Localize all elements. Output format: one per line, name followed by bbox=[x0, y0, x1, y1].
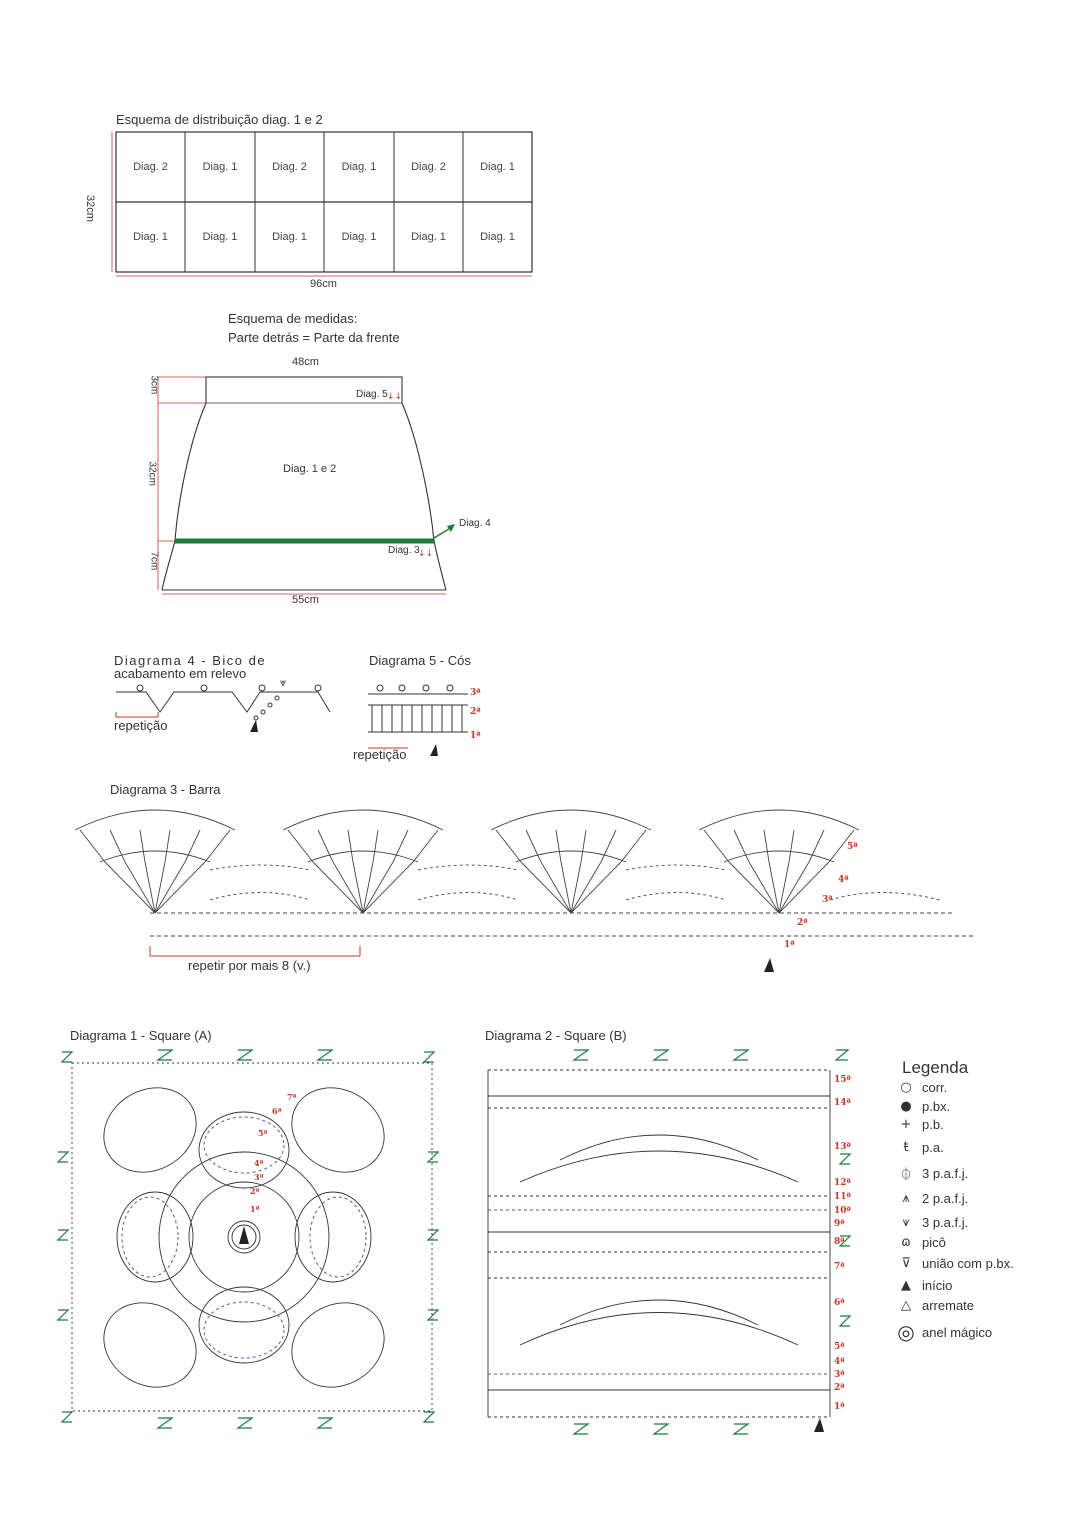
diag1-row-1: 1ª bbox=[250, 1204, 260, 1214]
diag3-row-4: 4ª bbox=[838, 875, 849, 885]
measures-title: Esquema de medidas: bbox=[228, 311, 358, 326]
diagram4-title: Diagrama 4 - Bico de bbox=[114, 653, 267, 668]
legend-item: ⊽união com p.bx. bbox=[896, 1256, 1014, 1271]
cluster-3-icon: ⩛ bbox=[902, 1215, 910, 1230]
diag1-row-5: 5ª bbox=[258, 1128, 268, 1138]
legend-item: ○corr. bbox=[896, 1080, 947, 1095]
diag2-row-1: 1ª bbox=[834, 1402, 845, 1412]
start-arrow-icon: ▲ bbox=[901, 1278, 911, 1293]
dist-cell: Diag. 1 bbox=[341, 231, 377, 243]
dist-cell: Diag. 1 bbox=[272, 231, 307, 243]
puff-3-icon: ⏀ bbox=[899, 1168, 913, 1183]
dist-cell: Diag. 1 bbox=[341, 161, 377, 173]
legend-item: ⏀3 p.a.f.j. bbox=[896, 1164, 968, 1183]
diagram4-subtitle: acabamento em relevo bbox=[114, 666, 247, 681]
diag2-row-3: 3ª bbox=[834, 1370, 845, 1380]
diag2-row-9: 9ª bbox=[834, 1219, 845, 1229]
diag5-row-3: 3ª bbox=[470, 688, 481, 698]
legend-item: ▲início bbox=[896, 1278, 952, 1293]
legend-item: ⩛3 p.a.f.j. bbox=[896, 1215, 968, 1230]
legend-title: Legenda bbox=[902, 1058, 969, 1077]
diagram2-title: Diagrama 2 - Square (B) bbox=[485, 1028, 627, 1043]
diag1-row-3: 3ª bbox=[254, 1172, 264, 1182]
dist-cell: Diag. 2 bbox=[272, 161, 307, 173]
diag5-label: Diag. 5 bbox=[356, 389, 388, 400]
legend-item: ◎anel mágico bbox=[897, 1320, 993, 1344]
diagram4-repeat: repetição bbox=[114, 718, 168, 733]
diag2-row-14: 14ª bbox=[834, 1098, 851, 1108]
svg-text:↓↓: ↓↓ bbox=[387, 392, 402, 402]
chain-stitch-icon: ○ bbox=[900, 1080, 912, 1095]
dist-cell: Diag. 1 bbox=[133, 231, 168, 243]
legend-item: ●p.bx. bbox=[896, 1099, 950, 1114]
diag2-row-13: 13ª bbox=[834, 1142, 851, 1152]
diag2-row-12: 12ª bbox=[834, 1178, 851, 1188]
diag4-label: Diag. 4 bbox=[459, 518, 491, 529]
body-label: Diag. 1 e 2 bbox=[283, 463, 337, 475]
diag1-row-7: 7ª bbox=[287, 1092, 297, 1102]
diag3-label: Diag. 3 bbox=[388, 545, 420, 556]
legend-item: △arremate bbox=[896, 1298, 974, 1313]
diag1-row-2: 2ª bbox=[250, 1186, 260, 1196]
cluster-2-icon: ⩚ bbox=[902, 1191, 910, 1206]
join-slip-icon: ⊽ bbox=[901, 1256, 911, 1271]
dist-cell: Diag. 1 bbox=[411, 231, 446, 243]
legend-item: +p.b. bbox=[896, 1117, 944, 1132]
diagram1-title: Diagrama 1 - Square (A) bbox=[70, 1028, 212, 1043]
single-crochet-icon: + bbox=[900, 1117, 912, 1132]
diag2-row-10: 10ª bbox=[834, 1206, 851, 1216]
diag3-row-5: 5ª bbox=[847, 842, 858, 852]
double-crochet-icon: ŧ bbox=[903, 1140, 909, 1155]
diag2-row-4: 4ª bbox=[834, 1357, 845, 1367]
magic-ring-icon: ◎ bbox=[897, 1320, 915, 1344]
diag5-row-1: 1ª bbox=[470, 731, 481, 741]
svg-text:↓↓: ↓↓ bbox=[418, 549, 433, 559]
diag2-row-6: 6ª bbox=[834, 1298, 845, 1308]
diag3-row-2: 2ª bbox=[797, 918, 808, 928]
diag2-row-8: 8ª bbox=[834, 1237, 845, 1247]
top-width-label: 48cm bbox=[292, 356, 319, 368]
diag3-row-1: 1ª bbox=[784, 940, 795, 950]
dist-cell: Diag. 2 bbox=[411, 161, 446, 173]
dist-cell: Diag. 1 bbox=[202, 231, 238, 243]
diagram3-repeat: repetir por mais 8 (v.) bbox=[188, 958, 311, 973]
diagram3-title: Diagrama 3 - Barra bbox=[110, 782, 221, 797]
slip-stitch-icon: ● bbox=[900, 1099, 912, 1114]
bottom-width-label: 55cm bbox=[292, 594, 319, 606]
diag3-row-3: 3ª bbox=[822, 895, 833, 905]
diag1-row-4: 4ª bbox=[254, 1158, 264, 1168]
diag2-row-15: 15ª bbox=[834, 1075, 851, 1085]
dist-cell: Diag. 1 bbox=[202, 161, 238, 173]
diag2-row-2: 2ª bbox=[834, 1383, 845, 1393]
diag2-row-7: 7ª bbox=[834, 1262, 845, 1272]
picot-icon: ɷ bbox=[901, 1235, 911, 1250]
distribution-width-label: 96cm bbox=[310, 278, 337, 290]
finish-arrow-icon: △ bbox=[901, 1298, 911, 1313]
dist-cell: Diag. 1 bbox=[480, 231, 515, 243]
diagram5-title: Diagrama 5 - Cós bbox=[369, 653, 471, 668]
diag2-row-11: 11ª bbox=[834, 1192, 851, 1202]
dist-cell: Diag. 2 bbox=[133, 161, 168, 173]
diag5-row-2: 2ª bbox=[470, 707, 481, 717]
diag1-row-6: 6ª bbox=[272, 1106, 282, 1116]
diag2-row-5: 5ª bbox=[834, 1342, 845, 1352]
diagram5-repeat: repetição bbox=[353, 747, 407, 762]
dist-cell: Diag. 1 bbox=[480, 161, 515, 173]
measures-subtitle: Parte detrás = Parte da frente bbox=[228, 330, 400, 345]
legend-item: ⩚2 p.a.f.j. bbox=[896, 1191, 968, 1206]
svg-text:⩔: ⩔ bbox=[280, 676, 286, 689]
distribution-title: Esquema de distribuição diag. 1 e 2 bbox=[116, 112, 323, 127]
